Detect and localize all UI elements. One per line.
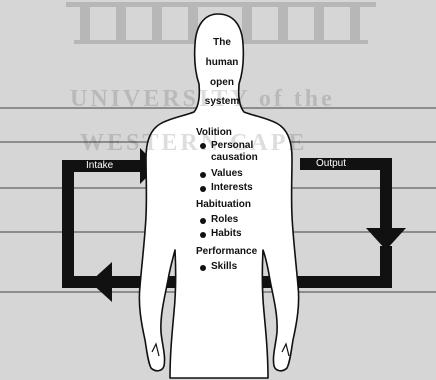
figure-title-line-1: The [213, 38, 231, 48]
output-label: Output [316, 159, 346, 169]
volition-item-values: Values [211, 169, 243, 179]
subsystem-volition-title: Volition [196, 128, 232, 138]
bullet-icon [200, 172, 206, 178]
watermark-line-1: UNIVERSITY of the [70, 86, 335, 113]
subsystem-performance-title: Performance [196, 247, 257, 257]
figure-title-line-4: system [205, 97, 239, 107]
bullet-icon [200, 265, 206, 271]
figure-title-line-2: human [206, 58, 239, 68]
watermark-line-2: WESTERN CAPE [80, 130, 307, 157]
figure-title-line-3: open [210, 78, 234, 88]
habituation-item-roles: Roles [211, 215, 238, 225]
habituation-item-habits: Habits [211, 229, 242, 239]
volition-item-personal-causation: Personal causation [211, 140, 273, 164]
bullet-icon [200, 143, 206, 149]
bullet-icon [200, 186, 206, 192]
feedback-label: Feedback [205, 277, 249, 287]
bullet-icon [200, 218, 206, 224]
performance-item-skills: Skills [211, 262, 237, 272]
bullet-icon [200, 232, 206, 238]
intake-label: Intake [86, 161, 113, 171]
subsystem-habituation-title: Habituation [196, 200, 251, 210]
volition-item-interests: Interests [211, 183, 253, 193]
